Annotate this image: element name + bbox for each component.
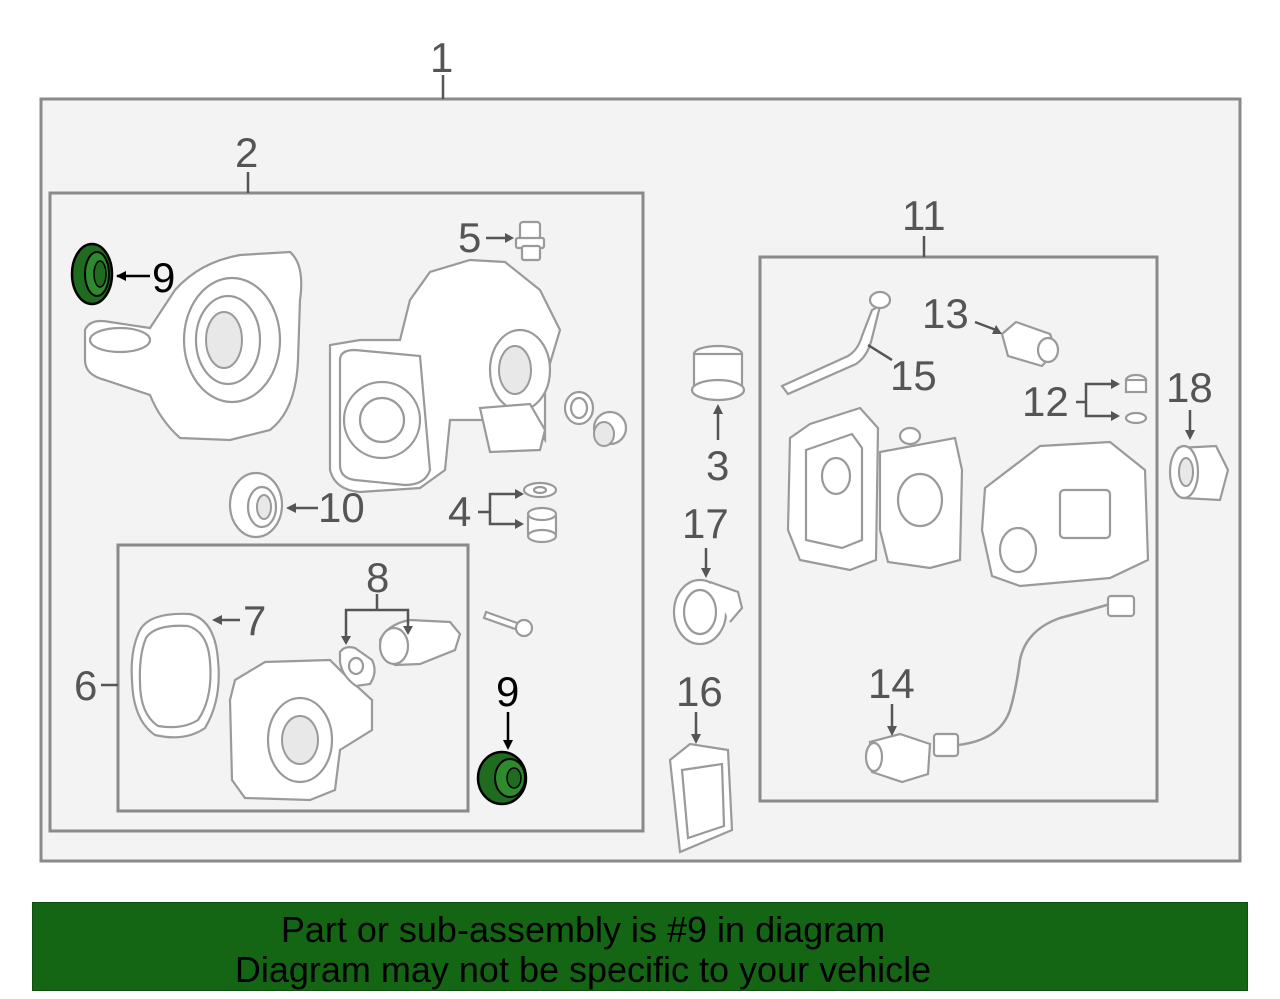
coupling-housing bbox=[228, 658, 374, 802]
filter-part-16 bbox=[668, 742, 734, 854]
carrier-housing-cover bbox=[83, 250, 303, 442]
callout-16: 16 bbox=[676, 668, 723, 715]
callout-3: 3 bbox=[706, 442, 729, 489]
drive-unit-housing bbox=[980, 440, 1150, 588]
bushing-part-3 bbox=[690, 344, 746, 402]
notice-banner: Part or sub-assembly is #9 in diagram Di… bbox=[32, 902, 1248, 991]
callout-10: 10 bbox=[318, 484, 365, 531]
callout-2: 2 bbox=[235, 129, 258, 176]
solenoid-part-8 bbox=[338, 618, 462, 688]
gasket-part-7 bbox=[130, 612, 220, 739]
callout-11: 11 bbox=[902, 192, 946, 239]
callout-1: 1 bbox=[430, 34, 453, 81]
callout-7: 7 bbox=[243, 597, 266, 644]
tube-part-15 bbox=[780, 290, 892, 396]
filter-part-13 bbox=[1000, 320, 1060, 368]
differential-housing bbox=[328, 258, 562, 494]
o-ring-seal bbox=[563, 390, 628, 447]
callout-4: 4 bbox=[448, 488, 471, 535]
seal-part-9-top[interactable] bbox=[70, 242, 114, 306]
coupler-part-17 bbox=[672, 578, 744, 646]
bushing-part-18 bbox=[1168, 444, 1230, 502]
callout-5: 5 bbox=[458, 214, 481, 261]
seal-part-9-bottom[interactable] bbox=[476, 750, 528, 806]
bolt bbox=[482, 610, 534, 638]
callout-14: 14 bbox=[868, 660, 915, 707]
banner-line-part-number: Part or sub-assembly is #9 in diagram bbox=[280, 909, 886, 950]
callout-17: 17 bbox=[682, 500, 729, 547]
sensor-part-14 bbox=[864, 594, 1136, 784]
callout-18: 18 bbox=[1166, 364, 1213, 411]
callout-9-bottom: 9 bbox=[496, 668, 519, 715]
callout-8: 8 bbox=[366, 554, 389, 601]
callout-6: 6 bbox=[74, 662, 97, 709]
callout-9-top: 9 bbox=[152, 254, 175, 301]
callout-15: 15 bbox=[890, 352, 937, 399]
washer-sleeve-part-4 bbox=[522, 481, 558, 544]
plug-part-12 bbox=[1124, 373, 1148, 425]
callout-13: 13 bbox=[922, 290, 969, 337]
callout-12: 12 bbox=[1022, 378, 1069, 425]
plug-part-5 bbox=[514, 220, 546, 262]
seal-part-10 bbox=[228, 471, 284, 539]
banner-line-disclaimer: Diagram may not be specific to your vehi… bbox=[234, 949, 932, 990]
pump-housing-plates bbox=[786, 406, 964, 572]
